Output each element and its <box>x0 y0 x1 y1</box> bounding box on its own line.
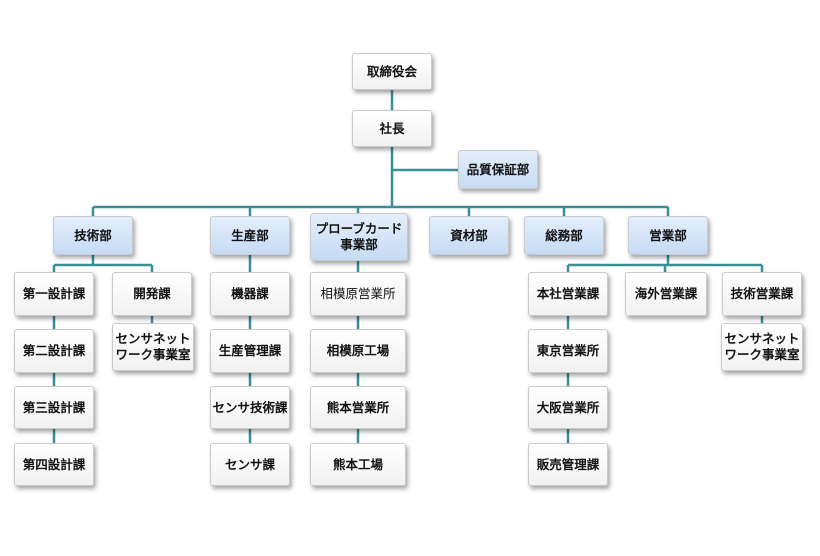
board-of-directors-box: 取締役会 <box>352 53 432 90</box>
production-control-section-box: 生産管理課 <box>210 329 290 373</box>
design-section-4-box: 第四設計課 <box>14 443 94 486</box>
tokyo-sales-office-box: 東京営業所 <box>528 329 608 373</box>
design-section-2-box: 第二設計課 <box>14 329 94 373</box>
design-section-3-box: 第三設計課 <box>14 386 94 429</box>
quality-assurance-dept-box: 品質保証部 <box>458 150 538 189</box>
design-section-1-box: 第一設計課 <box>14 272 94 316</box>
hq-sales-section-box: 本社営業課 <box>528 272 608 316</box>
production-dept-box: 生産部 <box>210 216 290 255</box>
development-section-box: 開発課 <box>112 272 192 316</box>
kumamoto-sales-office-box: 熊本営業所 <box>310 386 406 429</box>
sensor-technology-section-box: センサ技術課 <box>210 386 290 429</box>
president-box: 社長 <box>352 110 432 147</box>
probe-card-division-box: プローブカード 事業部 <box>310 213 408 261</box>
sales-dept-box: 営業部 <box>628 216 708 255</box>
sensor-network-office-1-box: センサネット ワーク事業室 <box>112 323 194 371</box>
kumamoto-factory-box: 熊本工場 <box>310 443 406 486</box>
sagamihara-factory-box: 相模原工場 <box>310 329 406 373</box>
sagamihara-sales-office-box: 相模原営業所 <box>310 272 406 316</box>
general-affairs-dept-box: 総務部 <box>524 216 604 255</box>
tech-dept-box: 技術部 <box>53 216 133 255</box>
materials-dept-box: 資材部 <box>429 216 509 255</box>
sensor-section-box: センサ課 <box>210 443 290 486</box>
sensor-network-office-2-box: センサネット ワーク事業室 <box>721 323 803 371</box>
equipment-section-box: 機器課 <box>210 272 290 316</box>
overseas-sales-section-box: 海外営業課 <box>625 272 707 316</box>
sales-management-section-box: 販売管理課 <box>528 443 608 486</box>
osaka-sales-office-box: 大阪営業所 <box>528 386 608 429</box>
tech-sales-section-box: 技術営業課 <box>722 272 802 316</box>
